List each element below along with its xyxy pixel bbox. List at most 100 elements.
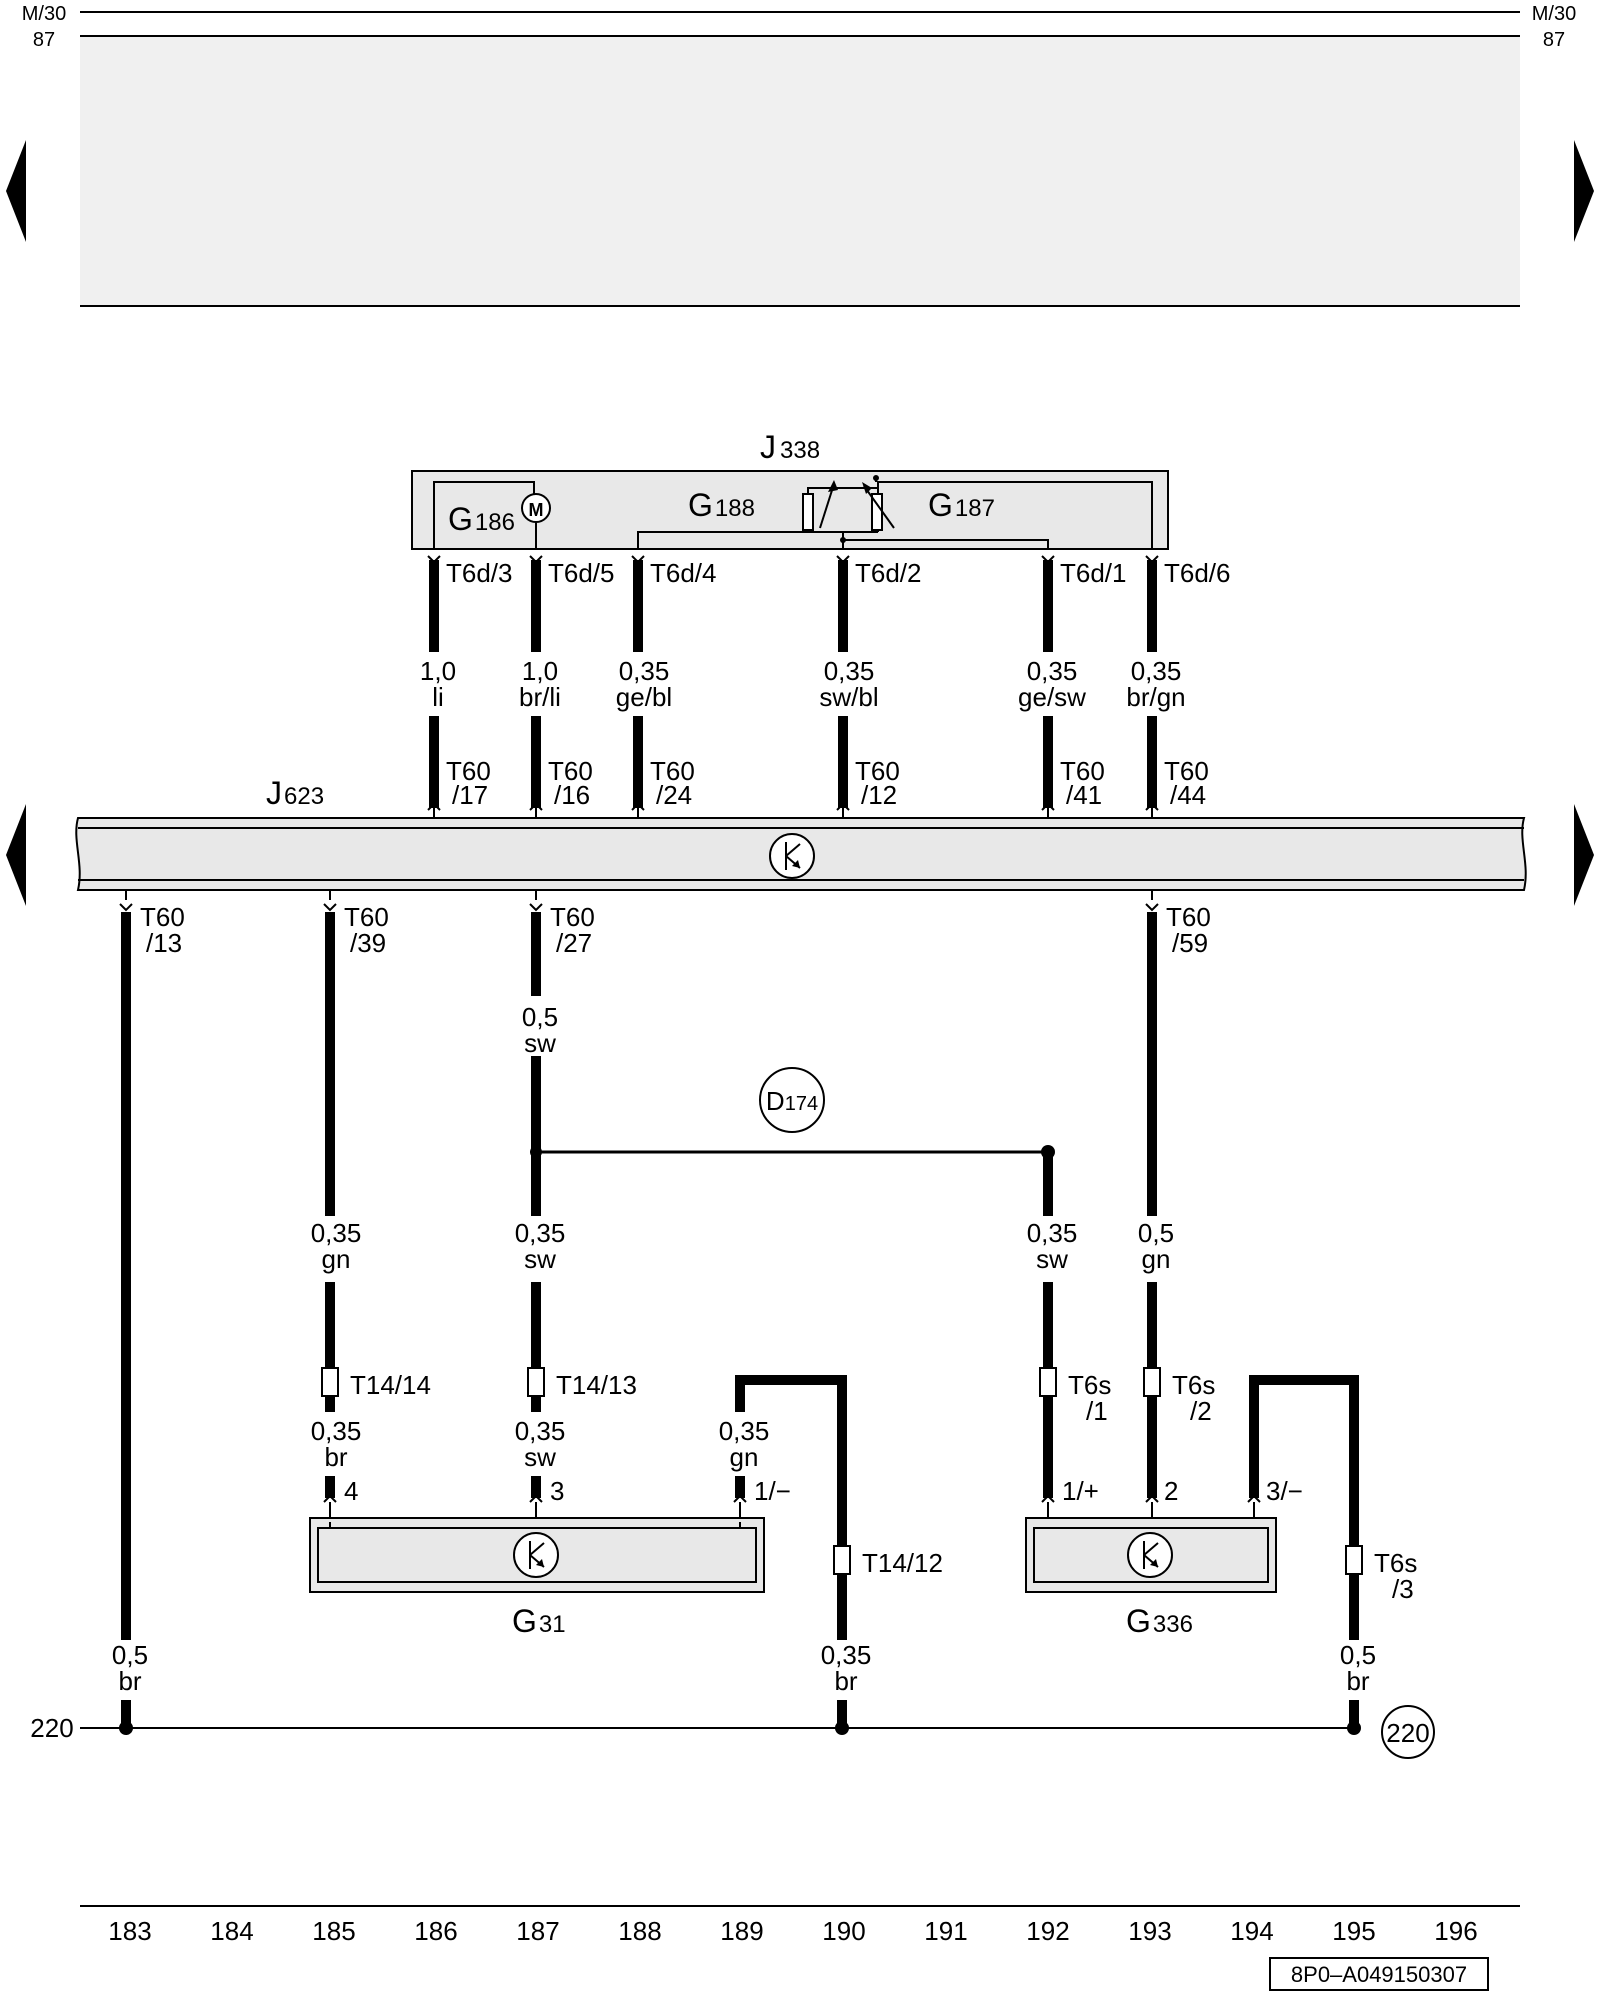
connector-housing-icon — [833, 1545, 851, 1575]
column-number: 194 — [1230, 1916, 1273, 1946]
wire-gauge: 0,35 — [619, 656, 670, 686]
wire-gauge: 0,35 — [719, 1416, 770, 1446]
pin-label: T60 — [1164, 756, 1209, 786]
pin-label: /41 — [1066, 780, 1102, 810]
pin-label: T60 — [548, 756, 593, 786]
connector-t6s-2-pin: /2 — [1190, 1396, 1212, 1426]
bottom-pin-labels: T60 /13 T60 /39 T60 /27 T60 /59 — [119, 890, 1211, 958]
wire-color: sw — [524, 1442, 556, 1472]
wire-194-195: 3/− T6s /3 0,5 br — [1249, 1375, 1417, 1728]
pin-label: T60 — [344, 902, 389, 932]
next-page-arrow-lower[interactable] — [1574, 804, 1594, 906]
doc-id: 8P0–A049150307 — [1291, 1962, 1467, 1987]
wire-gauge: 0,35 — [1027, 656, 1078, 686]
column-number: 192 — [1026, 1916, 1069, 1946]
column-number: 193 — [1128, 1916, 1171, 1946]
wire-gauge: 1,0 — [522, 656, 558, 686]
wire-t6d6: T6d/6 0,35 br/gn T60 /44 — [1126, 558, 1230, 810]
pin-label: T60 — [446, 756, 491, 786]
wire-color: sw — [1036, 1244, 1068, 1274]
footer: 183 184 185 186 187 188 189 190 191 192 … — [80, 1905, 1520, 1991]
transistor-icon — [513, 1532, 559, 1578]
pin-label: /39 — [350, 928, 386, 958]
right-rail-label-m30: M/30 — [1532, 3, 1576, 25]
connector-housing-icon — [1345, 1545, 1363, 1575]
wire-color: sw — [524, 1244, 556, 1274]
wire-color: br/li — [519, 682, 561, 712]
wire-color: ge/bl — [616, 682, 672, 712]
connector-housing-icon — [1039, 1367, 1057, 1397]
pin-label: /17 — [452, 780, 488, 810]
component-g31: G31 — [309, 1517, 765, 1639]
wire-color: br — [834, 1666, 857, 1696]
prev-page-arrow-upper[interactable] — [6, 140, 26, 242]
d174-ref-circle — [759, 1067, 825, 1133]
column-number: 188 — [618, 1916, 661, 1946]
component-g336: G336 — [1025, 1517, 1277, 1639]
pin-label: 1/+ — [1062, 1476, 1099, 1506]
connector-t6d5: T6d/5 — [548, 558, 615, 588]
transistor-icon — [769, 833, 815, 879]
column-number: 196 — [1434, 1916, 1477, 1946]
connector-t6s-1-pin: /1 — [1086, 1396, 1108, 1426]
pin-label: 1/− — [754, 1476, 791, 1506]
pin-label: /59 — [1172, 928, 1208, 958]
column-number: 189 — [720, 1916, 763, 1946]
wire-gauge: 0,35 — [821, 1640, 872, 1670]
wire-gauge: 0,35 — [311, 1416, 362, 1446]
wire-193: 0,5 gn T6s /2 2 — [1138, 912, 1215, 1506]
wire-gauge: 0,35 — [824, 656, 875, 686]
g336-label: G336 — [1126, 1603, 1193, 1639]
g188-potentiometer-icon — [802, 493, 814, 531]
wire-gauge: 0,35 — [515, 1218, 566, 1248]
sensor-pin-ticks — [323, 1494, 1261, 1503]
connector-t6d6: T6d/6 — [1164, 558, 1231, 588]
left-rail-label-m30: M/30 — [22, 3, 66, 25]
connector-t14-14: T14/14 — [350, 1370, 431, 1400]
wire-color: gn — [1142, 1244, 1171, 1274]
ground-left-label: 220 — [30, 1713, 73, 1743]
wire-color: gn — [730, 1442, 759, 1472]
pin-label: 4 — [344, 1476, 358, 1506]
wire-color: ge/sw — [1018, 682, 1086, 712]
wire-t6d3: T6d/3 1,0 li T60 /17 — [420, 558, 513, 810]
wire-color: br — [118, 1666, 141, 1696]
next-page-arrow-upper[interactable] — [1574, 140, 1594, 242]
connector-housing-icon — [527, 1367, 545, 1397]
wire-gauge: 0,5 — [522, 1002, 558, 1032]
wire-color: sw — [524, 1028, 556, 1058]
column-number: 184 — [210, 1916, 253, 1946]
wire-gauge: 1,0 — [420, 656, 456, 686]
wire-gauge: 0,35 — [1131, 656, 1182, 686]
connector-t6s-3: T6s — [1374, 1548, 1417, 1578]
transistor-icon — [1127, 1532, 1173, 1578]
sensor-pin-stubs — [329, 1502, 1255, 1522]
motor-symbol: M — [529, 500, 544, 520]
pin-label: T60 — [855, 756, 900, 786]
wire-gauge: 0,5 — [112, 1640, 148, 1670]
wire-color: br — [324, 1442, 347, 1472]
footer-column-numbers: 183 184 185 186 187 188 189 190 191 192 … — [108, 1916, 1477, 1946]
wire-187: 0,5 sw 0,35 sw T14/13 0,35 sw 3 — [515, 912, 637, 1506]
wire-gauge: 0,5 — [1340, 1640, 1376, 1670]
g186-label: G186 — [448, 501, 515, 537]
connector-t14-12: T14/12 — [862, 1548, 943, 1578]
wire-gauge: 0,5 — [1138, 1218, 1174, 1248]
pin-label: T60 — [1060, 756, 1105, 786]
pin-label: /27 — [556, 928, 592, 958]
prev-page-arrow-lower[interactable] — [6, 804, 26, 906]
ground-line: 220 220 — [30, 1705, 1435, 1759]
pin-label: T60 — [550, 902, 595, 932]
wire-192: 0,35 sw T6s /1 1/+ — [1027, 1152, 1111, 1506]
header-shaded-area — [80, 36, 1520, 306]
ground-ref-circle[interactable] — [1381, 1705, 1435, 1759]
column-number: 185 — [312, 1916, 355, 1946]
wire-gauge: 0,35 — [1027, 1218, 1078, 1248]
wire-color: sw/bl — [819, 682, 878, 712]
wire-183-ground: 0,5 br — [112, 912, 148, 1728]
j623-label: J623 — [266, 775, 324, 811]
pin-label: /12 — [861, 780, 897, 810]
g31-label: G31 — [512, 1603, 566, 1639]
connector-housing-icon — [1143, 1367, 1161, 1397]
